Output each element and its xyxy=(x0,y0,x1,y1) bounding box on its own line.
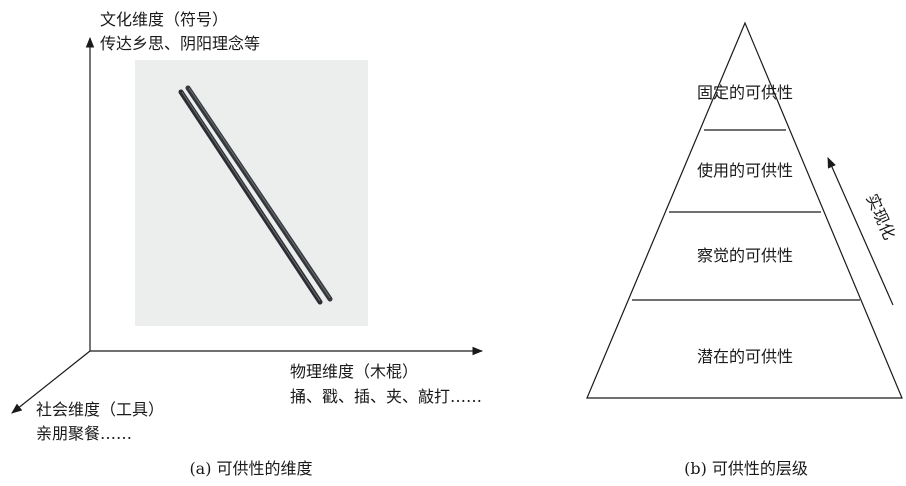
cultural-axis-subtitle: 传达乡思、阴阳理念等 xyxy=(100,34,260,53)
social-axis-title: 社会维度（工具） xyxy=(36,400,164,419)
physical-axis-title: 物理维度（木棍） xyxy=(290,362,418,381)
panel-a-dimensions: 文化维度（符号） 传达乡思、阴阳理念等 物理维度（木棍） 捅、戳、插、夹、敲打…… xyxy=(11,10,484,478)
realization-arrow xyxy=(827,157,894,306)
pyramid-level-4: 潜在的可供性 xyxy=(697,347,793,366)
chopsticks-image xyxy=(178,85,333,305)
cultural-axis-title: 文化维度（符号） xyxy=(100,10,228,29)
chopsticks-photo xyxy=(135,60,368,326)
pyramid-level-2: 使用的可供性 xyxy=(697,161,793,180)
panel-b-pyramid: 固定的可供性 使用的可供性 察觉的可供性 潜在的可供性 实现化 (b) 可供性的… xyxy=(586,21,903,478)
pyramid-level-3: 察觉的可供性 xyxy=(697,246,793,265)
caption-b: (b) 可供性的层级 xyxy=(684,459,808,478)
caption-a: (a) 可供性的维度 xyxy=(189,459,312,478)
physical-axis-subtitle: 捅、戳、插、夹、敲打…… xyxy=(290,387,482,406)
pyramid-outline xyxy=(586,21,903,399)
social-axis-subtitle: 亲朋聚餐…… xyxy=(36,424,132,443)
pyramid-level-1: 固定的可供性 xyxy=(697,83,793,102)
social-axis-arrow xyxy=(11,350,91,414)
realization-label: 实现化 xyxy=(862,191,899,243)
